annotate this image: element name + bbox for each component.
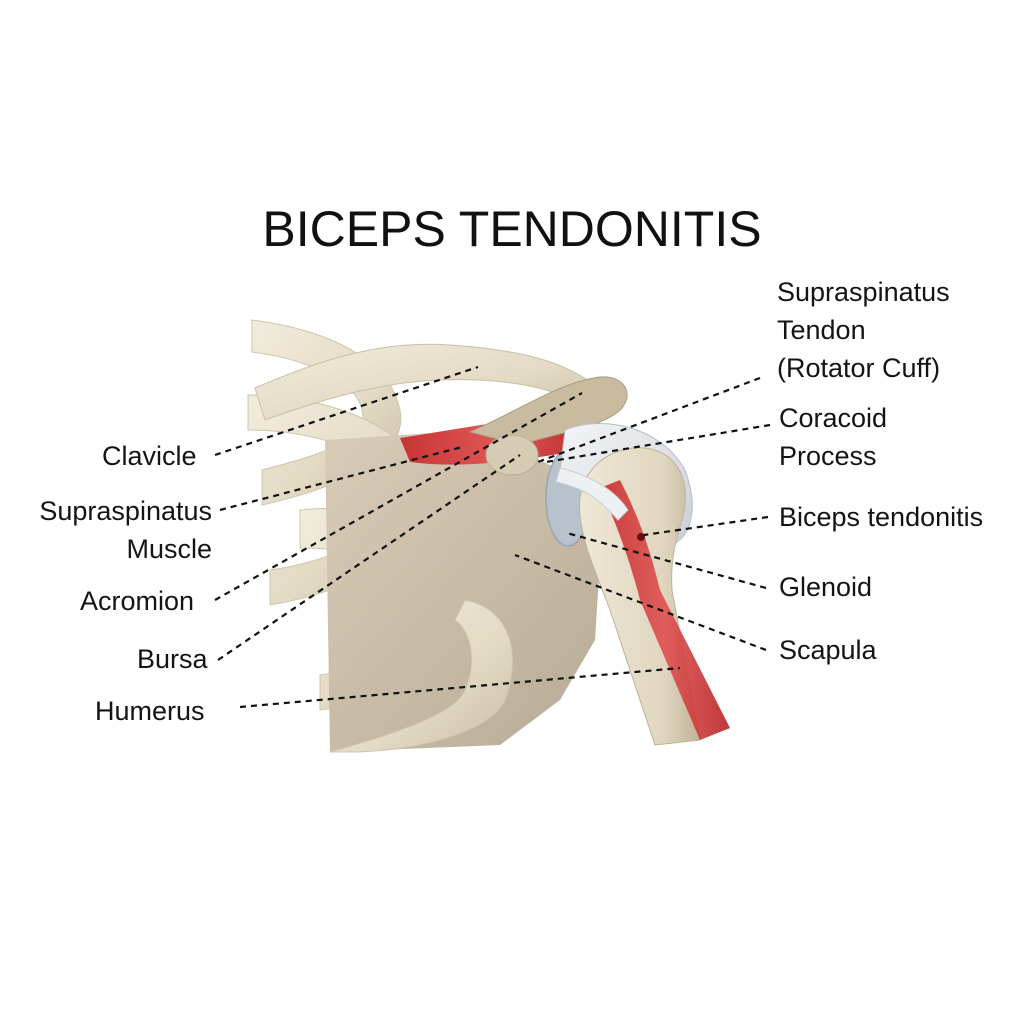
label-clavicle-text: Clavicle bbox=[102, 441, 197, 471]
label-coracoid-line2: Process bbox=[779, 441, 877, 471]
label-supraspinatus-muscle-line1: Supraspinatus bbox=[39, 496, 212, 526]
leader-biceps-tendonitis bbox=[643, 515, 769, 537]
leader-humerus bbox=[239, 666, 681, 709]
label-scapula: Scapula bbox=[779, 631, 877, 669]
label-supraspinatus-muscle-line2: Muscle bbox=[126, 534, 212, 564]
scapula-shape bbox=[325, 430, 600, 752]
biceps-tendon-shape bbox=[600, 480, 730, 740]
label-bursa: Bursa bbox=[137, 640, 208, 678]
label-glenoid: Glenoid bbox=[779, 568, 872, 606]
leader-bursa bbox=[217, 454, 521, 661]
label-supraspinatus-tendon-line2: Tendon bbox=[777, 315, 866, 345]
leader-lines bbox=[214, 365, 771, 709]
label-scapula-text: Scapula bbox=[779, 635, 877, 665]
rib-front bbox=[329, 599, 513, 753]
leader-clavicle bbox=[214, 365, 479, 457]
leader-coracoid bbox=[545, 423, 771, 464]
label-humerus-text: Humerus bbox=[95, 696, 205, 726]
label-biceps-tendonitis: Biceps tendonitis bbox=[779, 498, 983, 536]
label-bursa-text: Bursa bbox=[137, 644, 208, 674]
label-acromion: Acromion bbox=[80, 582, 194, 620]
coracoid-knob bbox=[485, 434, 539, 476]
label-supraspinatus-tendon-line3: (Rotator Cuff) bbox=[777, 353, 941, 383]
label-coracoid-line1: Coracoid bbox=[779, 403, 888, 433]
leader-scapula bbox=[514, 553, 767, 652]
label-glenoid-text: Glenoid bbox=[779, 572, 873, 602]
label-clavicle: Clavicle bbox=[102, 437, 197, 475]
label-acromion-text: Acromion bbox=[80, 586, 195, 616]
label-humerus: Humerus bbox=[95, 692, 205, 730]
leader-glenoid bbox=[566, 531, 767, 590]
leader-supraspinatus-muscle bbox=[219, 445, 463, 512]
leader-acromion bbox=[214, 392, 583, 601]
biceps-tendon-upper bbox=[555, 467, 629, 521]
label-coracoid-process: Coracoid Process bbox=[779, 399, 887, 475]
label-supraspinatus-tendon: Supraspinatus Tendon (Rotator Cuff) bbox=[777, 273, 950, 387]
label-biceps-tendonitis-text: Biceps tendonitis bbox=[779, 502, 984, 532]
label-supraspinatus-tendon-line1: Supraspinatus bbox=[777, 277, 950, 307]
label-supraspinatus-muscle: Supraspinatus Muscle bbox=[20, 492, 212, 568]
tendonitis-spot bbox=[637, 533, 645, 541]
diagram-title: BICEPS TENDONITIS bbox=[262, 201, 762, 257]
